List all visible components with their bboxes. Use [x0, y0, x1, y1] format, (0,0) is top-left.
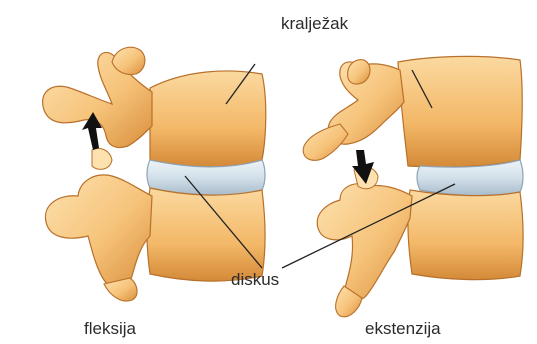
- vertebra-label: kralježak: [281, 14, 348, 34]
- extension-lower-vertebral-body: [408, 190, 523, 280]
- extension-caption: ekstenzija: [365, 319, 441, 339]
- flexion-caption: fleksija: [84, 319, 136, 339]
- flexion-facet-joint: [92, 148, 112, 169]
- extension-lower-posterior-arch: [317, 184, 412, 301]
- flexion-upper-vertebral-body: [150, 71, 266, 167]
- flexion-lower-posterior-arch: [45, 175, 152, 288]
- disc-label: diskus: [231, 270, 279, 290]
- extension-upper-vertebral-body: [398, 56, 522, 167]
- extension-upper-spinous-process: [303, 124, 348, 160]
- extension-spine-segment: [303, 56, 523, 316]
- flexion-spine-segment: [43, 47, 266, 301]
